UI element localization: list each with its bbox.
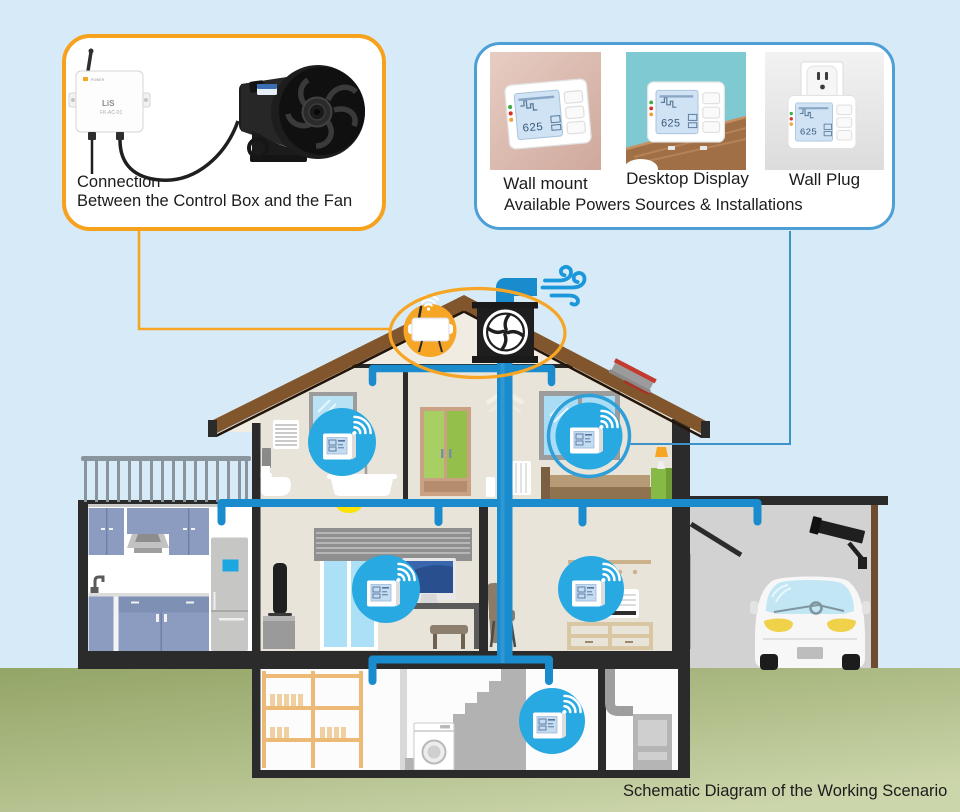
svg-text:LiS: LiS: [102, 99, 115, 108]
svg-text:POWER: POWER: [91, 78, 105, 82]
svg-text:FK-AC-01: FK-AC-01: [100, 110, 122, 116]
